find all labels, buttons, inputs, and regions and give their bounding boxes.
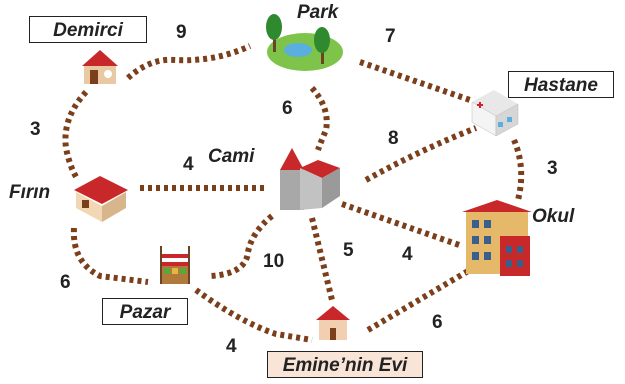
distance-cami-emine: 5 — [343, 240, 354, 261]
road-firin-pazar — [70, 227, 149, 285]
road-demirci-firin — [62, 89, 89, 182]
distance-demirci-firin: 3 — [30, 119, 41, 140]
label-park: Park — [297, 2, 339, 23]
label-pazar: Pazar — [102, 298, 188, 325]
road-park-cami — [309, 85, 330, 151]
park-icon — [266, 14, 343, 71]
road-cami-emine — [309, 217, 335, 301]
label-demirci: Demirci — [29, 16, 147, 43]
mosque-icon — [280, 148, 340, 210]
road-cami-hastane — [364, 125, 478, 183]
distance-cami-hastane: 8 — [388, 128, 399, 149]
road-cami-pazar — [209, 213, 274, 279]
hospital-icon — [471, 90, 519, 137]
distance-demirci-park: 9 — [176, 22, 187, 43]
road-cami-okul — [341, 201, 463, 249]
distance-park-hastane: 7 — [385, 26, 396, 47]
label-hastane: Hastane — [508, 71, 614, 98]
distance-pazar-emine: 4 — [226, 336, 237, 357]
distance-firin-cami: 4 — [183, 154, 194, 175]
road-park-hastane — [359, 59, 471, 103]
market-stall-icon — [160, 246, 190, 284]
house-icon — [316, 306, 350, 340]
distance-cami-pazar: 10 — [263, 251, 285, 272]
roads — [62, 43, 525, 343]
road-emine-okul — [366, 261, 482, 333]
label-emine-evi: Emine’nin Evi — [267, 351, 423, 378]
label-firin: Fırın — [9, 182, 51, 203]
label-okul: Okul — [532, 206, 575, 227]
distance-emine-okul: 6 — [432, 312, 443, 333]
blacksmith-icon — [82, 50, 118, 84]
bakery-icon — [74, 176, 128, 222]
distance-firin-pazar: 6 — [60, 272, 71, 293]
distance-hastane-okul: 3 — [547, 158, 558, 179]
road-pazar-emine — [194, 287, 313, 343]
school-icon — [462, 200, 532, 276]
road-hastane-okul — [511, 138, 525, 201]
road-demirci-park — [125, 43, 252, 81]
distance-park-cami: 6 — [282, 98, 293, 119]
distance-cami-okul: 4 — [402, 244, 413, 265]
label-cami: Cami — [208, 146, 255, 167]
